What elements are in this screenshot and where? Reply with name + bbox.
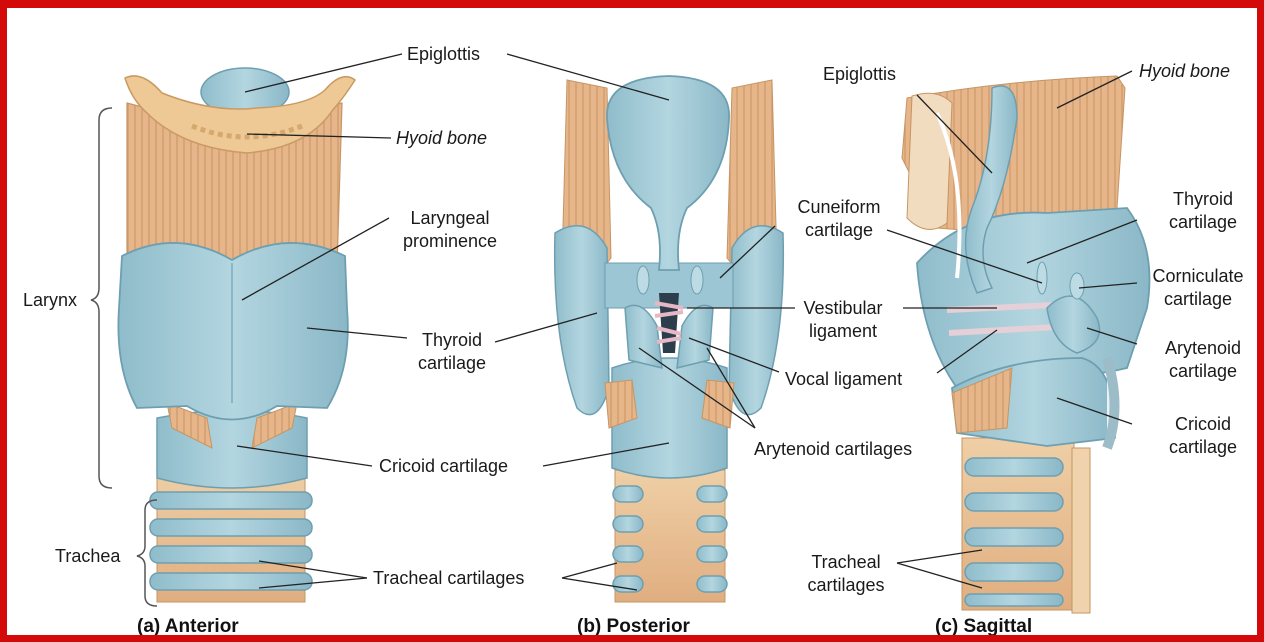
label-epiglottis-a: Epiglottis (407, 43, 480, 66)
posterior-view (555, 76, 784, 602)
thyroid-lamina-left-b (555, 226, 609, 415)
glottis-b (659, 293, 679, 353)
label-cricoid-cartilage-a: Cricoid cartilage (379, 455, 508, 478)
label-arytenoid-cartilage-c: Arytenoid cartilage (1147, 337, 1259, 383)
label-arytenoid-cartilages: Arytenoid cartilages (754, 438, 912, 461)
caption-sagittal: (c) Sagittal (935, 616, 1032, 638)
label-vocal-ligament: Vocal ligament (785, 368, 902, 391)
label-tracheal-cartilages-a: Tracheal cartilages (373, 567, 524, 590)
cuneiform-c (1037, 262, 1047, 294)
label-cuneiform-cartilage: Cuneiform cartilage (783, 196, 895, 242)
epiglottis-b (607, 76, 729, 270)
anterior-view (118, 68, 355, 602)
hyoid-bone-c (907, 93, 952, 229)
label-hyoid-bone-a: Hyoid bone (396, 127, 487, 150)
label-vestibular-ligament: Vestibular ligament (793, 297, 893, 343)
label-thyroid-cartilage-a: Thyroid cartilage (409, 329, 495, 375)
sagittal-view (902, 76, 1150, 613)
arytenoid-right-b (677, 305, 713, 368)
label-laryngeal-prominence: Laryngeal prominence (395, 207, 505, 253)
caption-posterior: (b) Posterior (577, 616, 690, 638)
label-hyoid-bone-c: Hyoid bone (1139, 60, 1230, 83)
larynx-brace (91, 108, 112, 488)
label-epiglottis-c: Epiglottis (823, 63, 896, 86)
label-trachea: Trachea (55, 545, 120, 568)
label-corniculate-cartilage: Corniculate cartilage (1139, 265, 1257, 311)
corniculate-c (1070, 273, 1084, 299)
caption-anterior: (a) Anterior (137, 616, 239, 638)
label-larynx: Larynx (23, 289, 77, 312)
thyroid-lamina-right-b (729, 226, 783, 415)
thyroid-cartilage-a (118, 243, 347, 420)
label-tracheal-cartilages-c: Tracheal cartilages (793, 551, 899, 597)
label-cricoid-cartilage-c: Cricoid cartilage (1147, 413, 1259, 459)
larynx-illustration (7, 8, 1264, 642)
label-thyroid-cartilage-c: Thyroid cartilage (1147, 188, 1259, 234)
